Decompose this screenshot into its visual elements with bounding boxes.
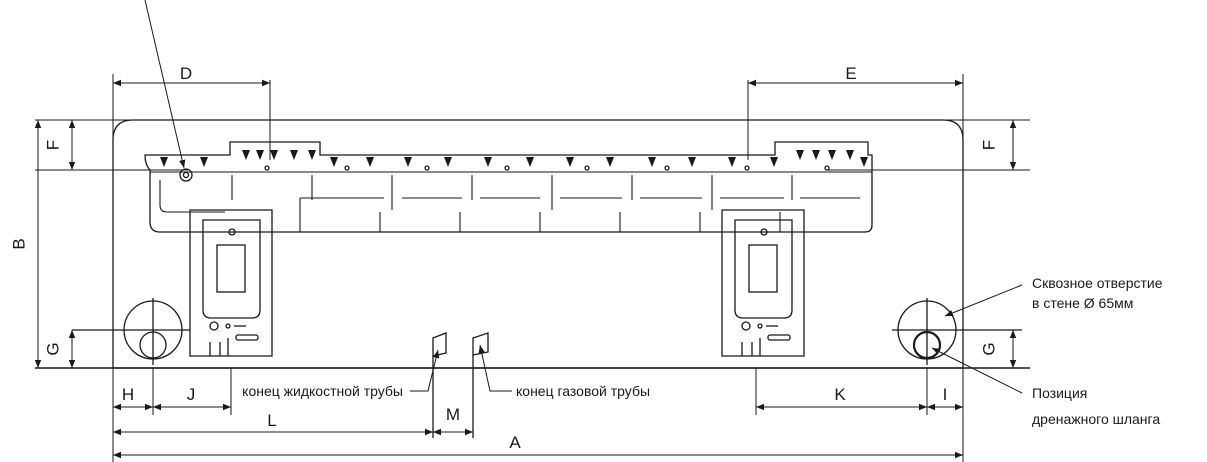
- label-K: K: [834, 385, 846, 404]
- unit-outline: [112, 119, 964, 369]
- leader-lines: [144, 0, 1023, 394]
- leader-liquid-pipe: [410, 349, 440, 392]
- label-I: I: [943, 385, 948, 404]
- label-L: L: [267, 411, 276, 430]
- label-F-right: F: [979, 140, 998, 150]
- label-G-left: G: [43, 342, 62, 355]
- gas-pipe-label: конец газовой трубы: [516, 383, 650, 399]
- plate-holes: [179, 165, 830, 182]
- label-E: E: [845, 64, 856, 83]
- left-bracket: [189, 209, 273, 357]
- label-A: A: [509, 433, 521, 452]
- label-J: J: [187, 385, 196, 404]
- drain-label-line1: Позиция: [1032, 385, 1087, 401]
- plate-teeth: [160, 150, 868, 167]
- label-G-right: G: [979, 342, 998, 355]
- leader-top-hole: [144, 0, 186, 169]
- mounting-plate: [144, 141, 873, 233]
- label-F-left: F: [43, 140, 62, 150]
- extension-lines: [35, 74, 1030, 462]
- label-D: D: [180, 64, 192, 83]
- label-B: B: [9, 238, 28, 249]
- plate-slots: [150, 171, 872, 232]
- leader-wall-hole: [944, 284, 1023, 317]
- wall-hole-label-line1: Сквозное отверстие: [1032, 275, 1163, 291]
- left-wall-hole: [72, 298, 190, 365]
- liquid-pipe-label: конец жидкостной трубы: [242, 383, 403, 399]
- dimension-lines: [34, 79, 1017, 459]
- drain-label-line2: дренажного шланга: [1032, 411, 1160, 427]
- wall-hole-label-line2: в стене Ø 65мм: [1032, 295, 1133, 311]
- right-wall-hole: [892, 298, 1022, 365]
- label-H: H: [122, 385, 134, 404]
- pipe-ends: [432, 332, 489, 438]
- label-M: M: [446, 405, 460, 424]
- leader-gas-pipe: [478, 344, 512, 392]
- leader-drain: [931, 347, 1023, 394]
- right-bracket: [721, 209, 805, 357]
